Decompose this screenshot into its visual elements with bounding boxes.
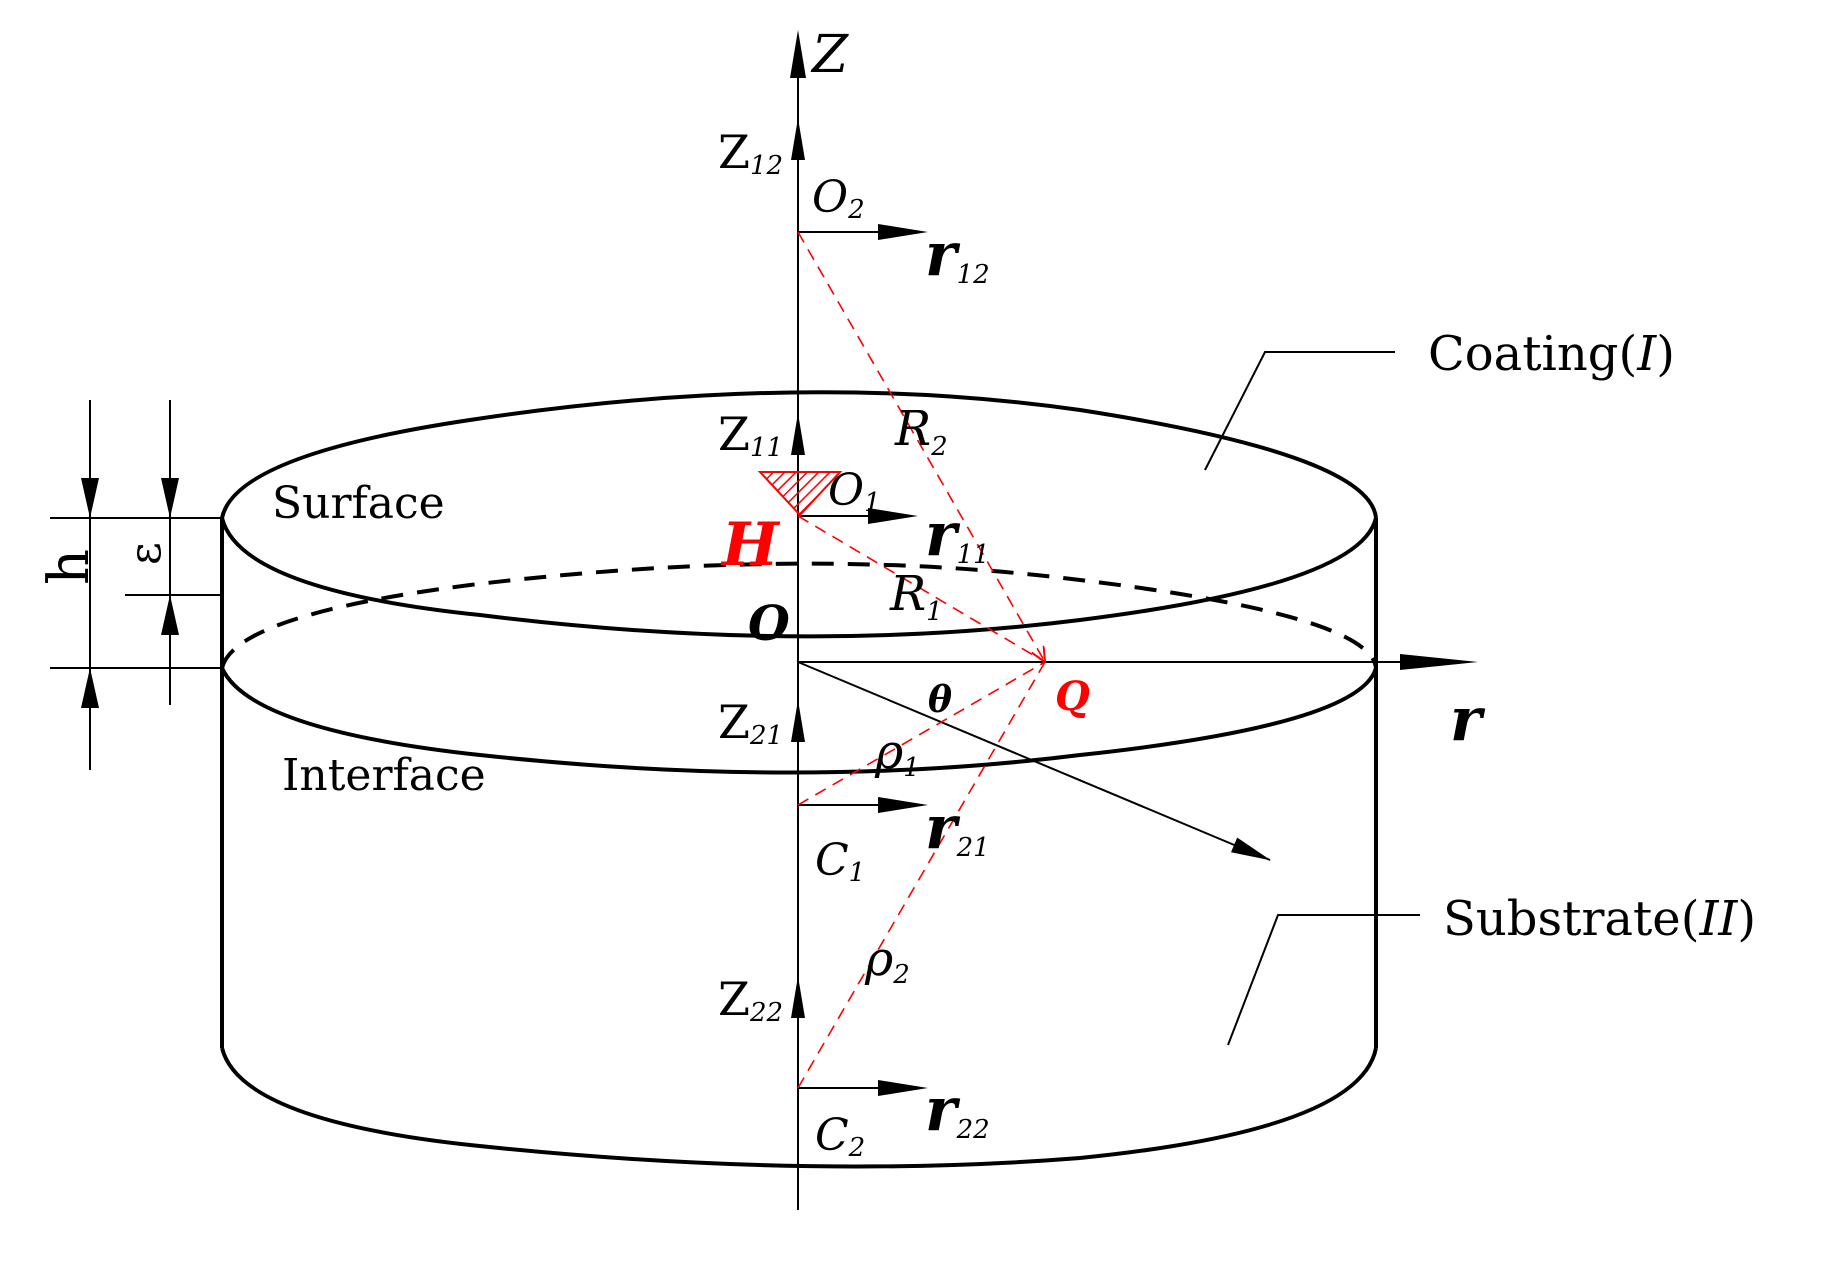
surface-label: Surface bbox=[272, 478, 445, 529]
r21-arrowhead bbox=[878, 797, 928, 813]
o2-label: O2 bbox=[812, 172, 865, 225]
r-axis-arrowhead bbox=[1400, 654, 1478, 670]
r11-arrowhead bbox=[868, 508, 918, 524]
r22-arrowhead bbox=[878, 1080, 928, 1096]
oblique-direction-line bbox=[797, 661, 1271, 861]
z21-arrowhead bbox=[791, 700, 805, 742]
coating-leader bbox=[1204, 351, 1395, 471]
substrate-label: Substrate(II) bbox=[1443, 891, 1756, 947]
indenter-triangle bbox=[757, 471, 843, 517]
interface-label: Interface bbox=[282, 750, 486, 801]
z22-label: Z22 bbox=[718, 972, 783, 1028]
z-axis-arrowhead bbox=[790, 30, 806, 78]
z12-label: Z12 bbox=[718, 125, 783, 181]
surface-ellipse-back bbox=[220, 390, 1378, 519]
h-arrow-top bbox=[81, 478, 99, 518]
z22-arrowhead bbox=[791, 976, 805, 1018]
substrate-leader bbox=[1227, 914, 1420, 1046]
r21-label: r21 bbox=[925, 793, 990, 863]
coating-label: Coating(I) bbox=[1428, 326, 1675, 382]
z11-arrowhead bbox=[791, 413, 805, 455]
interface-ellipse-front bbox=[220, 667, 1378, 775]
line-O2-Q bbox=[797, 231, 1045, 662]
line-C2-Q bbox=[797, 661, 1046, 1089]
interface-ellipse-back bbox=[220, 561, 1378, 669]
z21-label: Z21 bbox=[718, 695, 783, 751]
indenter-H bbox=[757, 471, 843, 517]
r11-label: r11 bbox=[925, 500, 990, 570]
c1-label: C1 bbox=[815, 835, 865, 888]
cylinder-bottom-curve bbox=[220, 1047, 1378, 1169]
cylinder bbox=[220, 390, 1378, 1169]
thickness-dimension bbox=[50, 400, 222, 770]
line-C1-Q bbox=[797, 661, 1046, 806]
line-O1-Q bbox=[797, 515, 1046, 663]
z11-label: Z11 bbox=[718, 407, 783, 463]
c2-label: C2 bbox=[815, 1110, 865, 1163]
eps-arrow-bottom bbox=[161, 595, 179, 635]
r12-label: r12 bbox=[925, 220, 990, 290]
axis-z-label: Z bbox=[810, 25, 849, 85]
surface-ellipse-front bbox=[220, 517, 1378, 639]
epsilon-label: ε bbox=[120, 542, 171, 565]
r12-arrowhead bbox=[878, 224, 928, 240]
H-label: H bbox=[720, 510, 781, 580]
z12-arrowhead bbox=[791, 118, 805, 160]
h-arrow-bottom bbox=[81, 668, 99, 708]
h-label: h bbox=[37, 549, 102, 585]
rho2-label: ρ2 bbox=[864, 931, 910, 990]
labels: Z r Z12 O2 r12 R2 Z11 O1 r11 H R1 O Q θ … bbox=[37, 25, 1756, 1163]
Q-label: Q bbox=[1055, 673, 1090, 720]
local-axes bbox=[791, 118, 928, 1096]
callout-leaders bbox=[1204, 351, 1420, 1046]
axis-r-label: r bbox=[1450, 685, 1486, 755]
R2-label: R2 bbox=[894, 401, 948, 462]
origin-O-label: O bbox=[748, 596, 790, 652]
r22-label: r22 bbox=[925, 1075, 990, 1145]
distance-lines bbox=[797, 231, 1046, 1089]
o1-label: O1 bbox=[828, 465, 881, 518]
rho1-label: ρ1 bbox=[874, 724, 920, 783]
eps-arrow-top bbox=[161, 478, 179, 518]
theta-label: θ bbox=[928, 679, 952, 721]
R1-label: R1 bbox=[889, 566, 943, 627]
